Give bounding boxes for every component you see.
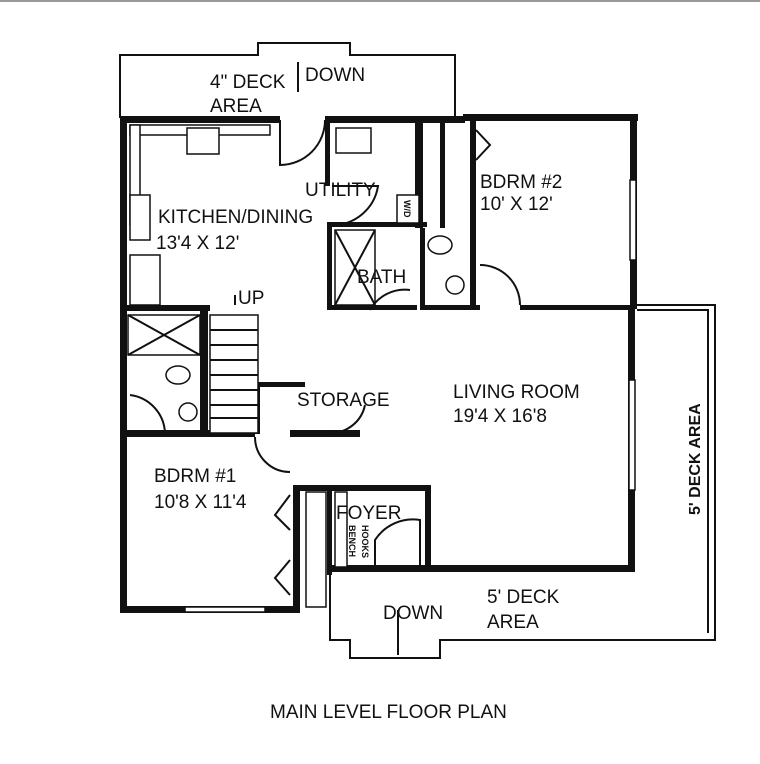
living-label: LIVING ROOM bbox=[453, 382, 580, 403]
front-deck-stairs: DOWN bbox=[383, 603, 443, 624]
washer-dryer bbox=[396, 194, 420, 224]
front-deck-label: 5' DECK bbox=[487, 587, 560, 608]
front-deck-label-2: AREA bbox=[487, 612, 539, 633]
living-size: 19'4 X 16'8 bbox=[453, 406, 547, 427]
bdrm2-label: BDRM #2 bbox=[480, 172, 562, 193]
bdrm2-size: 10' X 12' bbox=[480, 194, 553, 215]
bath-label: BATH bbox=[357, 267, 406, 288]
fixtures bbox=[127, 124, 465, 608]
interior-walls bbox=[120, 116, 632, 575]
range bbox=[186, 127, 220, 155]
utility-sink bbox=[335, 127, 372, 154]
kitchen-size: 13'4 X 12' bbox=[156, 233, 239, 254]
bath-sink bbox=[445, 275, 465, 295]
top-deck-stairs: DOWN bbox=[305, 65, 365, 86]
wd-label: W/D bbox=[402, 200, 412, 218]
exterior-walls bbox=[120, 114, 638, 613]
toilet bbox=[427, 235, 453, 255]
kitchen-label: KITCHEN/DINING bbox=[158, 207, 313, 228]
bdrm1-size: 10'8 X 11'4 bbox=[154, 492, 247, 513]
front-side-deck bbox=[329, 304, 716, 659]
staircase bbox=[209, 295, 259, 434]
stairs-up-label: UP bbox=[238, 288, 264, 309]
storage-label: STORAGE bbox=[297, 390, 390, 411]
plan-title: MAIN LEVEL FLOOR PLAN bbox=[270, 702, 507, 723]
kitchen-sink bbox=[129, 194, 151, 241]
bench-label: BENCH bbox=[347, 525, 357, 557]
bench bbox=[334, 491, 348, 568]
bdrm1-label: BDRM #1 bbox=[154, 466, 236, 487]
side-deck-label: 5' DECK AREA bbox=[687, 403, 704, 515]
hooks-label: HOOKS bbox=[360, 525, 370, 558]
utility-label: UTILITY bbox=[305, 180, 376, 201]
top-deck bbox=[119, 42, 456, 118]
closet bbox=[305, 491, 327, 608]
top-deck-label: 4" DECK bbox=[210, 72, 286, 93]
top-deck-label-2: AREA bbox=[210, 96, 262, 117]
foyer-label: FOYER bbox=[336, 503, 401, 524]
doors bbox=[129, 119, 521, 596]
